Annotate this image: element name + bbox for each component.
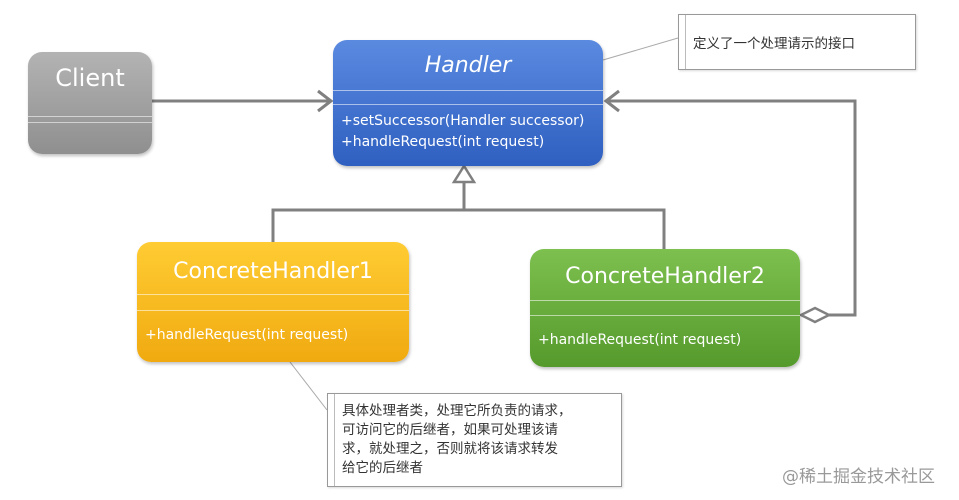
- aggregation-diamond: [798, 306, 832, 324]
- handler-method-set-successor: +setSuccessor(Handler successor): [341, 113, 585, 129]
- concrete-note-line-3: 求，就处理之，否则就将该请求转发: [342, 441, 558, 457]
- concrete-note-line-4: 给它的后继者: [342, 460, 423, 476]
- concrete-note-leader: [289, 361, 328, 411]
- handler-method-handle-request: +handleRequest(int request): [341, 134, 545, 150]
- watermark-text: @稀土掘金技术社区: [782, 467, 935, 487]
- concrete-handler-2-divider-2: [530, 315, 800, 316]
- client-class: Client: [28, 52, 152, 154]
- handler-methods: +setSuccessor(Handler successor) +handle…: [341, 111, 584, 153]
- concrete-note-line-2: 可访问它的后继者，如果可处理该请: [342, 422, 558, 438]
- handler-class-name: Handler: [424, 53, 512, 78]
- concrete-handler-1-class: ConcreteHandler1 +handleRequest(int requ…: [137, 242, 409, 362]
- handler-note-leader: [602, 37, 679, 61]
- client-handler-association: [152, 89, 334, 113]
- generalization-connector: [271, 163, 666, 249]
- handler-note: 定义了一个处理请示的接口: [678, 14, 916, 70]
- handler-class: Handler +setSuccessor(Handler successor)…: [333, 40, 603, 166]
- concrete-handler-1-divider-2: [137, 310, 409, 311]
- handler-divider-2: [333, 104, 603, 105]
- handler-divider-1: [333, 90, 603, 91]
- concrete-handler-2-divider-1: [530, 300, 800, 301]
- client-divider-2: [28, 122, 152, 123]
- concrete-handler-2-class: ConcreteHandler2 +handleRequest(int requ…: [530, 249, 800, 367]
- client-divider-1: [28, 116, 152, 117]
- concrete-handler-1-method-handle-request: +handleRequest(int request): [145, 327, 349, 343]
- concrete-note-line-1: 具体处理者类，处理它所负责的请求，: [342, 403, 572, 419]
- concrete-handler-1-methods: +handleRequest(int request): [145, 325, 348, 346]
- concrete-handler-2-methods: +handleRequest(int request): [538, 330, 741, 351]
- concrete-handler-note: 具体处理者类，处理它所负责的请求， 可访问它的后继者，如果可处理该请 求，就处理…: [327, 393, 622, 487]
- aggregation-connector: [603, 89, 857, 324]
- handler-note-text: 定义了一个处理请示的接口: [693, 36, 855, 52]
- concrete-handler-1-name: ConcreteHandler1: [173, 259, 373, 284]
- generalization-triangle: [451, 163, 477, 184]
- client-class-name: Client: [55, 64, 125, 92]
- concrete-handler-note-text: 具体处理者类，处理它所负责的请求， 可访问它的后继者，如果可处理该请 求，就处理…: [342, 402, 572, 478]
- concrete-handler-2-name: ConcreteHandler2: [565, 264, 765, 289]
- concrete-handler-2-method-handle-request: +handleRequest(int request): [538, 332, 742, 348]
- concrete-handler-1-divider-1: [137, 294, 409, 295]
